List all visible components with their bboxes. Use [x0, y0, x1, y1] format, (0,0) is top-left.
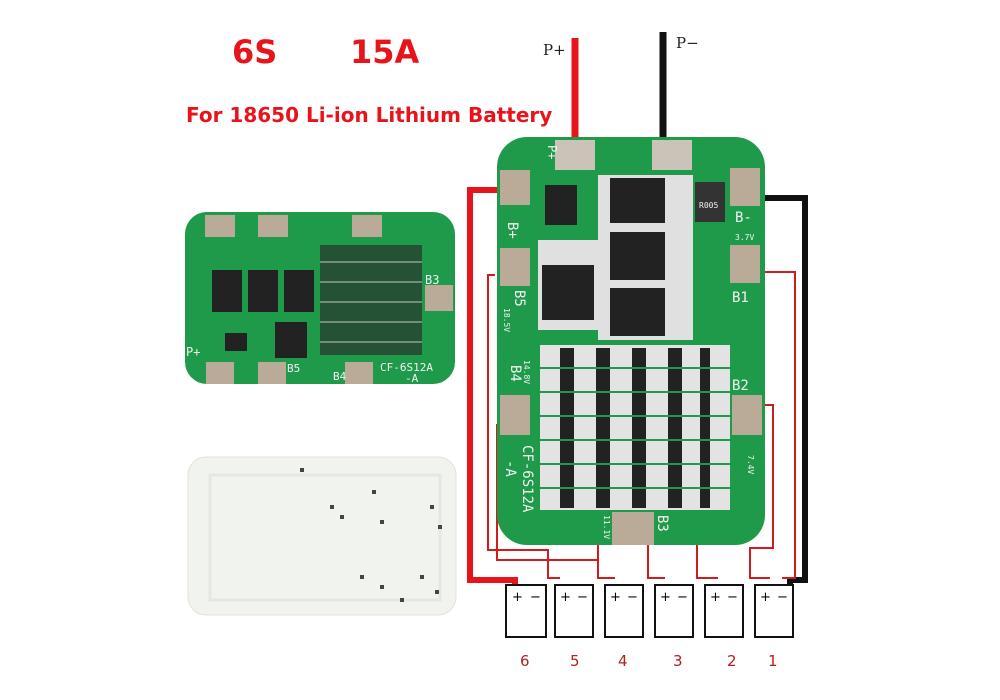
- cell-number: 4: [618, 652, 628, 670]
- cell-number: 3: [673, 652, 683, 670]
- cell-plus: +: [710, 590, 721, 605]
- b2-label: B2: [732, 378, 749, 394]
- v111-label: 11.1V: [602, 515, 611, 539]
- cell-minus: −: [577, 590, 588, 605]
- p-minus-wire-label: P−: [676, 34, 699, 52]
- b5-label: B5: [511, 290, 527, 307]
- series-label: 6S: [232, 33, 277, 71]
- cell-number: 1: [768, 652, 778, 670]
- main-pcb-board: R005 B- 3.7V B1 B2 7.4V B+ P+ B5 18.5V 1…: [497, 137, 765, 545]
- resistor-label: R005: [699, 201, 718, 210]
- v37-label: 3.7V: [735, 233, 754, 242]
- battery-cell-6: + − 6: [505, 584, 547, 670]
- cell-plus: +: [660, 590, 671, 605]
- white-pcb-back: [187, 456, 457, 616]
- model-suffix: -A: [502, 460, 518, 477]
- current-label: 15A: [350, 33, 420, 71]
- battery-cell-2: + − 2: [704, 584, 744, 670]
- small-model-label: CF-6S12A: [380, 361, 433, 374]
- cell-number: 6: [520, 652, 530, 670]
- v148-label: 14.8V: [522, 360, 531, 384]
- small-p-plus-label: P+: [186, 345, 200, 359]
- b-minus-label: B-: [735, 210, 752, 226]
- b4-label: B4: [507, 365, 523, 382]
- cell-minus: −: [777, 590, 788, 605]
- battery-cell-3: + − 3: [654, 584, 694, 670]
- small-b5-label: B5: [287, 362, 300, 375]
- battery-cell-5: + − 5: [554, 584, 594, 670]
- cell-minus: −: [727, 590, 738, 605]
- cell-minus: −: [627, 590, 638, 605]
- battery-cell-1: + − 1: [754, 584, 794, 670]
- p-plus-board-label: P+: [545, 145, 559, 159]
- cell-number: 5: [570, 652, 580, 670]
- p-plus-wire-label: P+: [543, 41, 566, 59]
- v185-label: 18.5V: [502, 308, 511, 332]
- battery-cells: + − 6 + − 5 + − 4 + − 3 + − 2: [505, 584, 794, 670]
- small-b4-label: B4: [333, 370, 347, 383]
- model-label: CF-6S12A: [519, 445, 535, 513]
- cell-minus: −: [530, 590, 541, 605]
- cell-plus: +: [760, 590, 771, 605]
- b-plus-label: B+: [504, 222, 520, 239]
- subtitle: For 18650 Li-ion Lithium Battery: [186, 103, 552, 127]
- b3-label: B3: [654, 515, 670, 532]
- b1-label: B1: [732, 290, 749, 306]
- cell-number: 2: [727, 652, 737, 670]
- cell-minus: −: [677, 590, 688, 605]
- small-pcb-board: B3 P+ B5 B4 CF-6S12A -A: [185, 212, 455, 385]
- cell-plus: +: [512, 590, 523, 605]
- cell-plus: +: [560, 590, 571, 605]
- small-b3-label: B3: [425, 273, 439, 287]
- v74-label: 7.4V: [746, 455, 755, 474]
- battery-cell-4: + − 4: [604, 584, 644, 670]
- small-model-suffix: -A: [405, 372, 419, 385]
- cell-plus: +: [610, 590, 621, 605]
